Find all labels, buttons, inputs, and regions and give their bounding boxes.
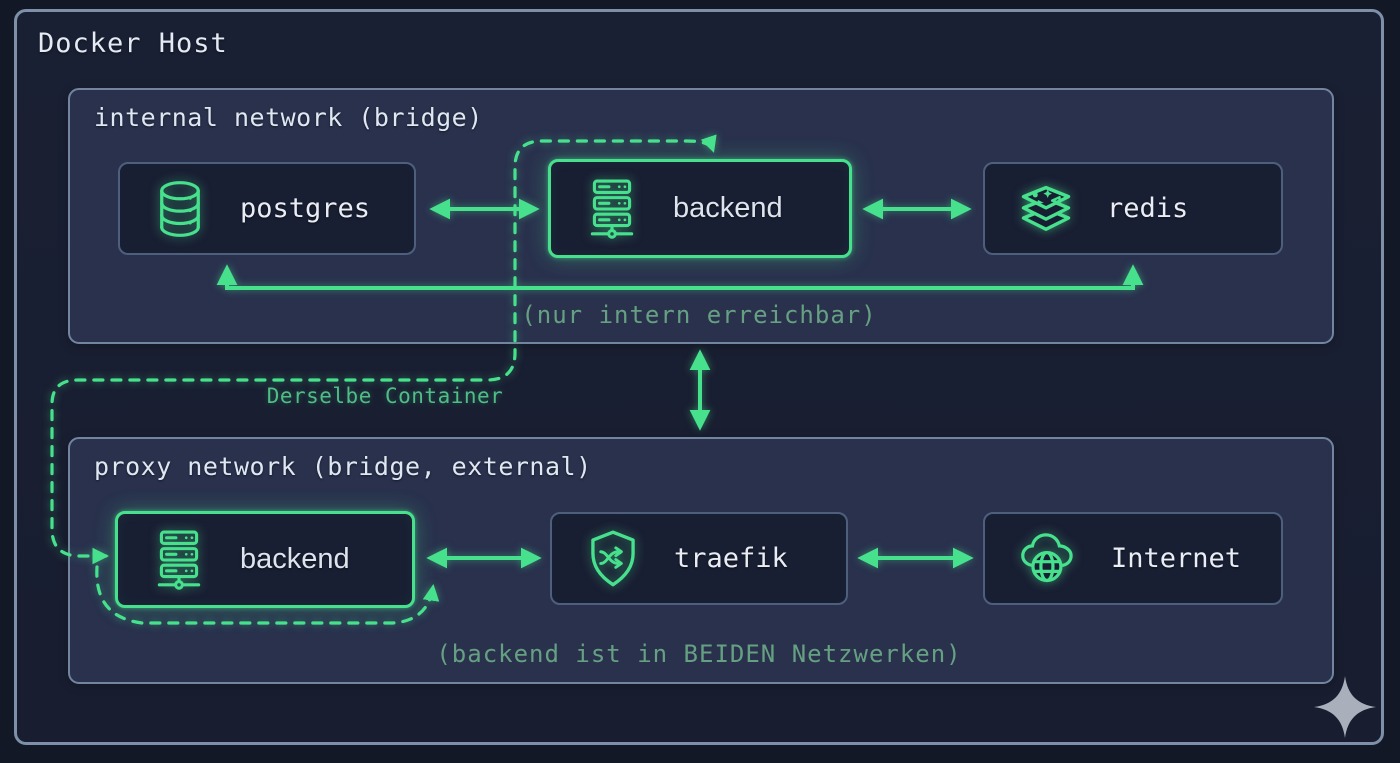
- node-label: traefik: [674, 543, 788, 574]
- node-backend-proxy: backend: [115, 511, 415, 608]
- node-postgres: postgres: [118, 162, 416, 255]
- docker-host-title: Docker Host: [38, 28, 228, 59]
- node-label: postgres: [240, 193, 371, 224]
- node-label: backend: [240, 543, 350, 575]
- node-redis: redis: [983, 162, 1283, 255]
- same-container-label: Derselbe Container: [266, 384, 504, 408]
- proxy-network-title: proxy network (bridge, external): [94, 452, 592, 481]
- cloud-globe-icon: [1021, 532, 1073, 582]
- internal-network-caption: (nur intern erreichbar): [521, 301, 877, 329]
- node-label: backend: [673, 192, 783, 224]
- server-icon: [157, 530, 201, 590]
- proxy-network-caption: (backend ist in BEIDEN Netzwerken): [436, 640, 962, 668]
- node-backend-internal: backend: [548, 159, 852, 258]
- node-label: Internet: [1111, 543, 1242, 574]
- sparkle-icon: [1314, 676, 1376, 738]
- node-traefik: traefik: [550, 512, 848, 605]
- server-icon: [590, 179, 634, 239]
- database-icon: [160, 180, 200, 237]
- shield-shuffle-icon: [591, 530, 635, 586]
- node-label: redis: [1107, 193, 1189, 224]
- internal-network-title: internal network (bridge): [94, 103, 483, 132]
- node-internet: Internet: [983, 512, 1283, 605]
- redis-stack-icon: [1021, 185, 1071, 231]
